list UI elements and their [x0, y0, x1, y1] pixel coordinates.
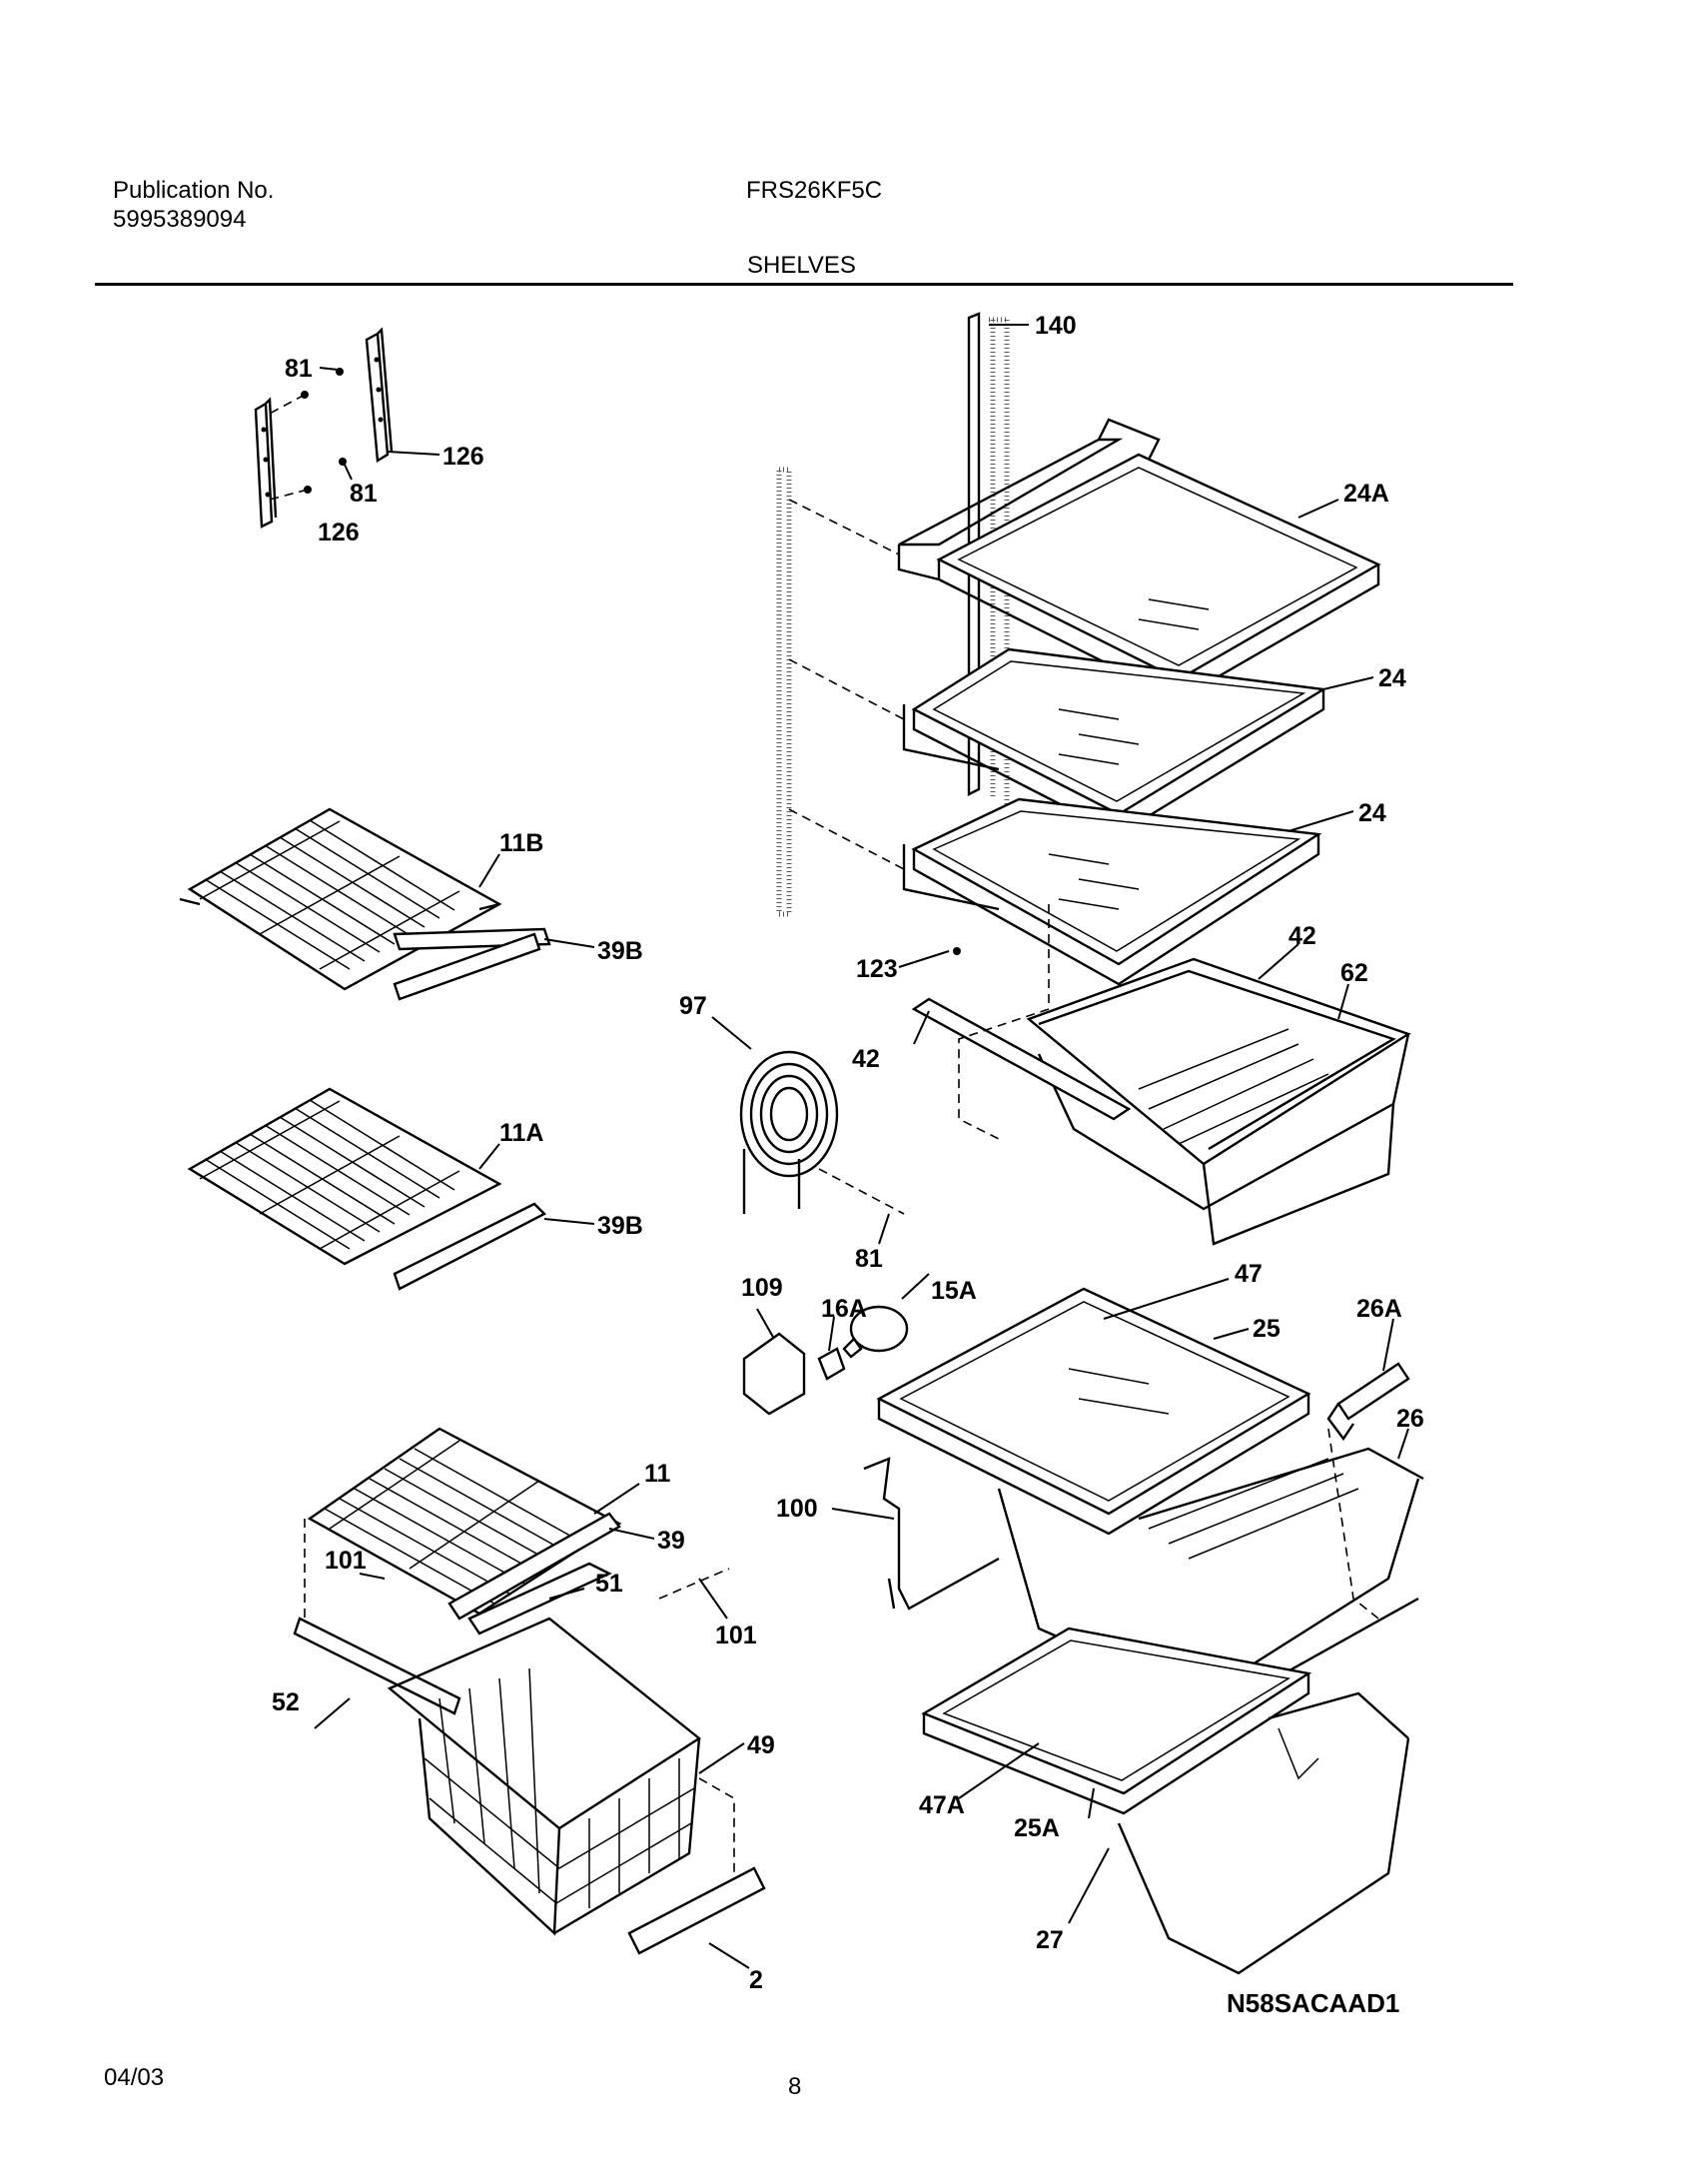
callout-51: 51 [595, 1570, 623, 1598]
part-27-pan [1117, 1691, 1410, 1975]
part-11-wire-shelf [293, 1427, 622, 1715]
callout-39B-upper: 39B [597, 937, 643, 965]
callout-81-right: 81 [855, 1245, 883, 1273]
callout-26A: 26A [1356, 1295, 1402, 1323]
callout-52: 52 [272, 1688, 300, 1716]
callout-81-upper: 81 [285, 355, 313, 383]
callout-11B: 11B [499, 829, 543, 857]
part-24-shelf-lower [902, 797, 1322, 986]
part-47-cover-glass [876, 1287, 1311, 1536]
callout-47A: 47A [919, 1791, 965, 1819]
footer-date: 04/03 [104, 2064, 165, 2091]
header-rule [95, 283, 1513, 286]
model-number: FRS26KF5C [746, 177, 883, 204]
publication-label: Publication No. [113, 177, 275, 204]
publication-number: 5995389094 [113, 206, 247, 233]
callout-24-lower: 24 [1358, 799, 1386, 827]
callout-labels: 140 81 126 81 126 24A 24 24 11B 39B 42 6… [272, 312, 1424, 1994]
callout-97: 97 [679, 992, 707, 1020]
callout-123: 123 [856, 955, 898, 983]
callout-126-right: 126 [442, 443, 484, 471]
callout-62: 62 [1340, 959, 1368, 987]
callout-16A: 16A [821, 1295, 867, 1323]
callout-49: 49 [747, 1731, 775, 1759]
callout-126-bottom: 126 [318, 519, 360, 546]
callout-24A: 24A [1343, 480, 1389, 508]
callout-42-left: 42 [852, 1045, 880, 1073]
diagram-code: N58SACAAD1 [1227, 1988, 1400, 2018]
callout-24-upper: 24 [1378, 664, 1406, 692]
part-26A-clip [1326, 1362, 1410, 1442]
callout-109: 109 [741, 1274, 783, 1302]
callout-101-right: 101 [715, 1622, 757, 1649]
section-title: SHELVES [747, 252, 856, 279]
page-number: 8 [788, 2073, 802, 2100]
part-49-wire-basket [387, 1568, 735, 1936]
part-109-light-shield [742, 1332, 806, 1416]
callout-140: 140 [1035, 312, 1077, 340]
part-16A-socket [817, 1347, 846, 1381]
callout-11A: 11A [499, 1119, 543, 1147]
callout-25A: 25A [1014, 1814, 1060, 1842]
callout-47: 47 [1235, 1260, 1263, 1288]
part-47A-cover-glass [921, 1627, 1312, 1815]
part-11A-wire-shelf [187, 1087, 547, 1291]
callout-81-lower: 81 [350, 480, 378, 508]
part-97-coil [739, 1050, 905, 1215]
part-126-brackets [254, 327, 394, 529]
callout-101-left: 101 [325, 1547, 367, 1575]
callout-42-right: 42 [1288, 922, 1316, 950]
callout-11: 11 [644, 1460, 671, 1488]
leader-lines [314, 324, 1409, 1969]
part-100-panel [863, 1457, 1000, 1611]
part-62-crisper [911, 904, 1411, 1246]
callout-2: 2 [749, 1966, 763, 1994]
part-2-trim [627, 1866, 766, 1955]
callout-39: 39 [657, 1527, 685, 1555]
callout-15A: 15A [931, 1277, 977, 1305]
part-11B-wire-shelf [179, 807, 551, 1001]
callout-25: 25 [1253, 1315, 1280, 1343]
part-24-shelf-upper [902, 647, 1327, 836]
callout-39B-lower: 39B [597, 1212, 643, 1240]
callout-100: 100 [776, 1495, 818, 1523]
callout-27: 27 [1036, 1926, 1064, 1954]
part-15A-bulb [842, 1305, 909, 1359]
part-24A-shelf [897, 418, 1381, 701]
callout-26: 26 [1396, 1405, 1424, 1433]
